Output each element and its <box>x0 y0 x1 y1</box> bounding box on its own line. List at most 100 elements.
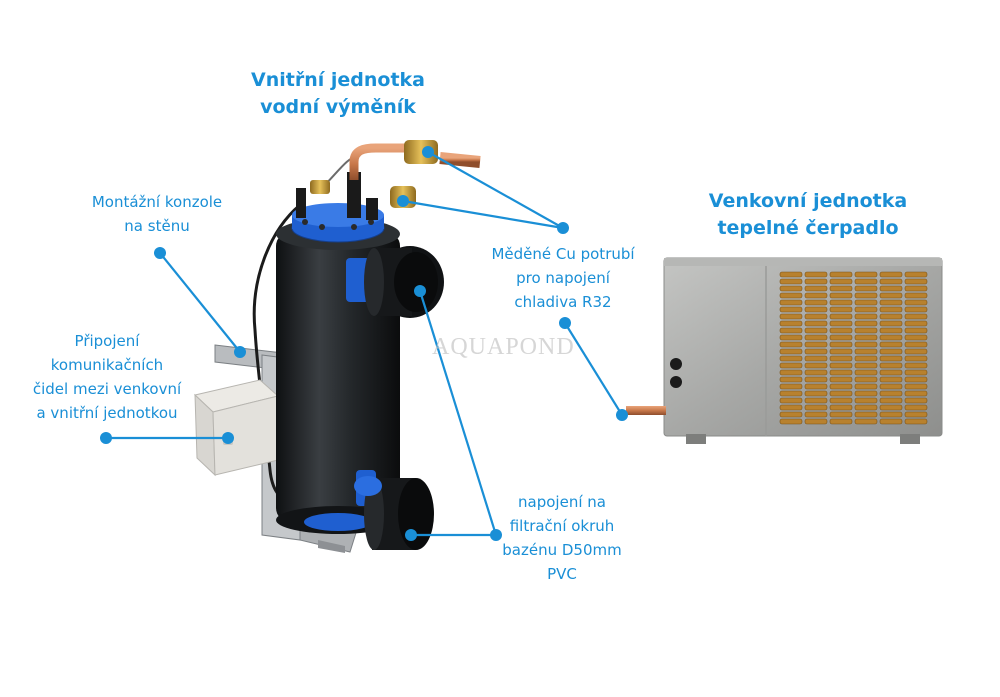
lower-pool-connection <box>354 470 434 550</box>
grille-louvre <box>854 278 878 285</box>
indoor-unit-title: Vnitřní jednotka vodní výměník <box>251 69 425 118</box>
grille-louvre <box>829 327 853 334</box>
callout-line-copper-bottom <box>402 199 564 230</box>
refrigerant-ports <box>296 140 481 220</box>
grille-louvre <box>879 355 903 362</box>
grille-louvre <box>804 271 828 278</box>
label-wall-bracket: Montážní konzole na stěnu <box>91 193 223 235</box>
grille-louvre <box>804 397 828 404</box>
grille-louvre <box>904 355 928 362</box>
grille-louvre <box>779 404 803 411</box>
grille-louvre <box>904 411 928 418</box>
sensor-cable <box>252 203 301 504</box>
grille-louvre <box>804 411 828 418</box>
grille-louvre <box>879 285 903 292</box>
grille-louvre <box>879 278 903 285</box>
grille-louvre <box>904 313 928 320</box>
grille-louvre <box>829 299 853 306</box>
grille-louvre <box>904 278 928 285</box>
grille-louvre <box>879 320 903 327</box>
grille-louvre <box>779 306 803 313</box>
callout-dot <box>234 346 246 358</box>
grille-louvre <box>804 320 828 327</box>
grille-louvre <box>804 418 828 425</box>
grille-louvre <box>779 355 803 362</box>
grille-louvre <box>879 376 903 383</box>
grille-louvre <box>904 299 928 306</box>
grille-louvre <box>904 271 928 278</box>
grille-louvre <box>854 376 878 383</box>
grille-louvre <box>829 341 853 348</box>
callout-dot <box>405 529 417 541</box>
callout-line-bracket <box>159 252 241 353</box>
grille-louvre <box>854 404 878 411</box>
grille-louvre <box>779 334 803 341</box>
grille-louvre <box>879 390 903 397</box>
grille-louvre <box>829 383 853 390</box>
grille-louvre <box>854 355 878 362</box>
grille-louvre <box>904 383 928 390</box>
grille-louvre <box>804 369 828 376</box>
grille-louvre <box>829 355 853 362</box>
callout-dot <box>616 409 628 421</box>
grille-louvre <box>779 411 803 418</box>
grille-louvre <box>829 334 853 341</box>
grille-louvre <box>879 306 903 313</box>
grille-louvre <box>829 411 853 418</box>
grille-louvre <box>854 383 878 390</box>
grille-louvre <box>779 418 803 425</box>
grille-louvre <box>804 390 828 397</box>
fan-grille <box>779 271 928 425</box>
grille-louvre <box>854 334 878 341</box>
grille-louvre <box>829 369 853 376</box>
grille-louvre <box>829 362 853 369</box>
grille-louvre <box>804 299 828 306</box>
grille-louvre <box>904 348 928 355</box>
grille-louvre <box>804 292 828 299</box>
grille-louvre <box>779 348 803 355</box>
grille-louvre <box>904 376 928 383</box>
grille-louvre <box>879 411 903 418</box>
grille-louvre <box>879 348 903 355</box>
grille-louvre <box>854 292 878 299</box>
grille-louvre <box>804 285 828 292</box>
grille-louvre <box>779 327 803 334</box>
grille-louvre <box>854 341 878 348</box>
grille-louvre <box>804 313 828 320</box>
grille-louvre <box>904 418 928 425</box>
grille-louvre <box>829 292 853 299</box>
grille-louvre <box>804 334 828 341</box>
grille-louvre <box>904 292 928 299</box>
grille-louvre <box>779 369 803 376</box>
outdoor-unit <box>626 257 943 444</box>
grille-louvre <box>879 369 903 376</box>
grille-louvre <box>779 341 803 348</box>
grille-louvre <box>854 418 878 425</box>
grille-louvre <box>879 313 903 320</box>
grille-louvre <box>904 341 928 348</box>
grille-louvre <box>804 341 828 348</box>
grille-louvre <box>904 327 928 334</box>
grille-louvre <box>879 271 903 278</box>
grille-louvre <box>804 376 828 383</box>
grille-louvre <box>879 404 903 411</box>
grille-louvre <box>804 383 828 390</box>
grille-louvre <box>879 383 903 390</box>
sensor-junction-box <box>193 379 280 477</box>
grille-louvre <box>879 418 903 425</box>
callout-line-copper-top <box>427 151 564 229</box>
grille-louvre <box>854 348 878 355</box>
grille-louvre <box>904 320 928 327</box>
grille-louvre <box>879 341 903 348</box>
grille-louvre <box>804 327 828 334</box>
grille-louvre <box>879 362 903 369</box>
callout-line-outdoor <box>564 322 623 416</box>
grille-louvre <box>779 390 803 397</box>
grille-louvre <box>854 306 878 313</box>
watermark-logo: AQUAPOND <box>432 334 575 360</box>
callout-line-water-upper <box>418 290 498 536</box>
grille-louvre <box>904 285 928 292</box>
grille-louvre <box>804 362 828 369</box>
grille-louvre <box>904 362 928 369</box>
